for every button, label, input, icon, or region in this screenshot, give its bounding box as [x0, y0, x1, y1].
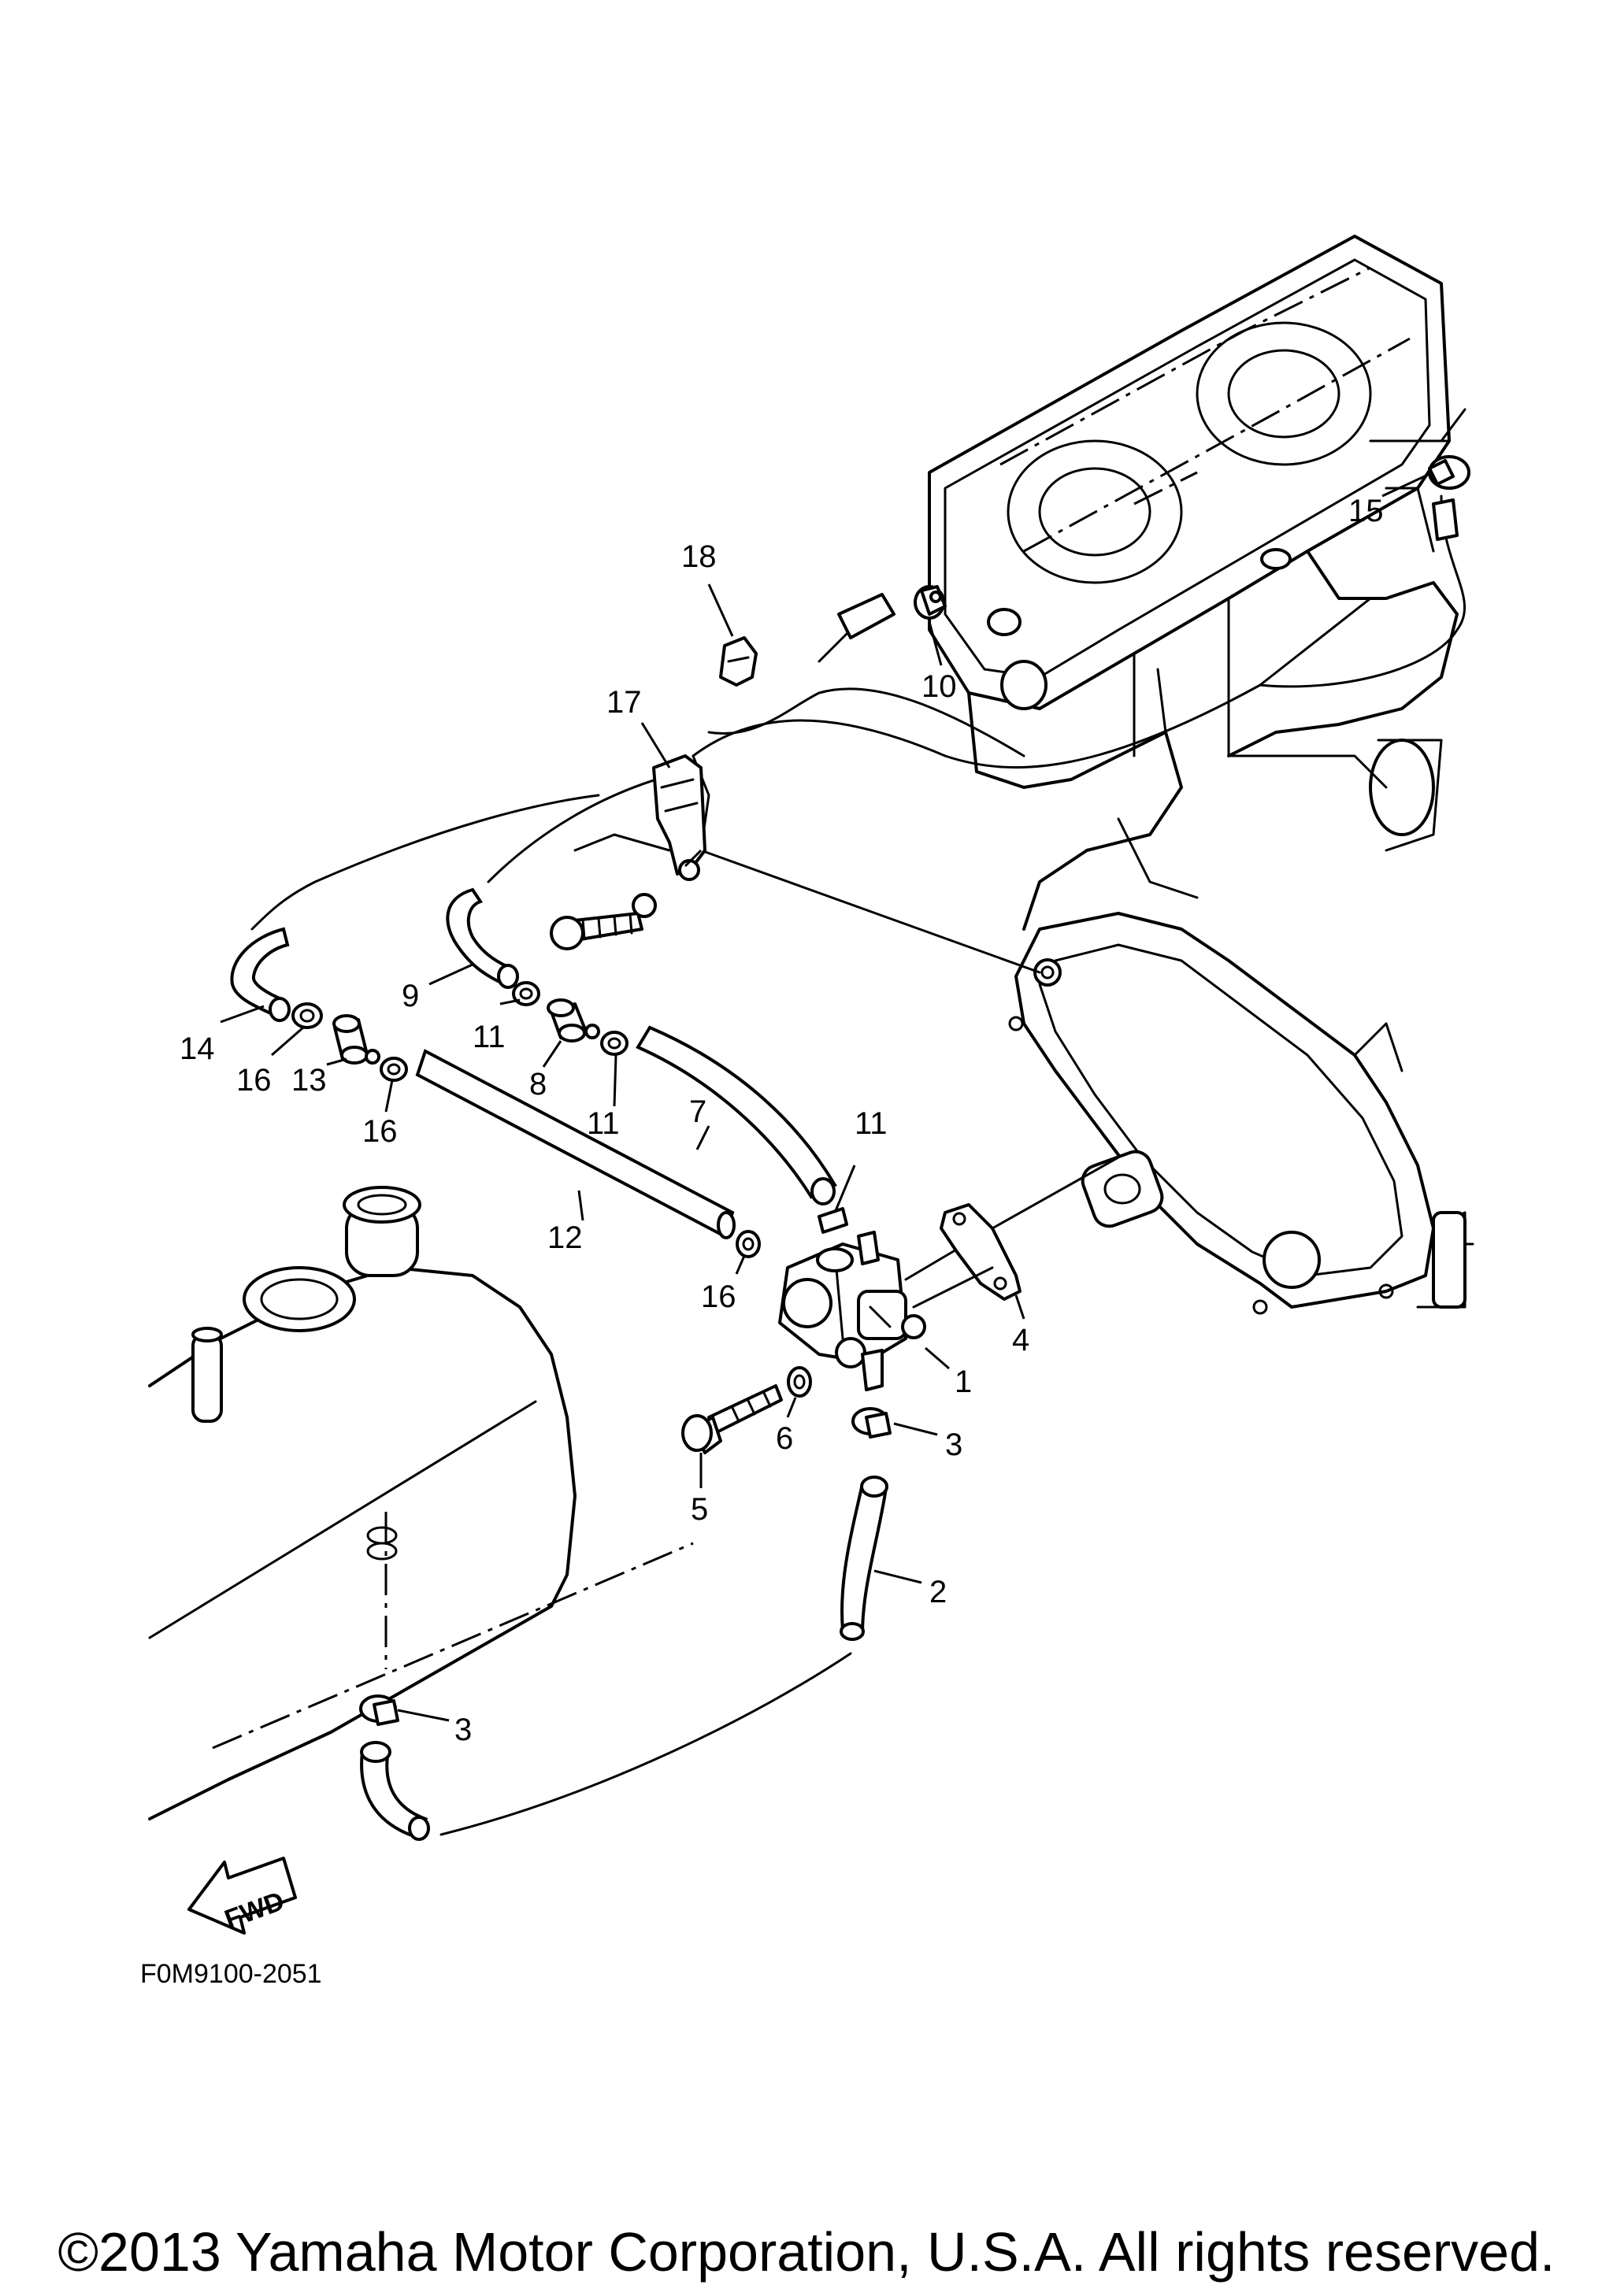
- callout-16b: 16: [362, 1114, 398, 1149]
- callout-6: 6: [776, 1421, 793, 1456]
- diagram-code: F0M9100-2051: [140, 1959, 322, 1989]
- callout-8: 8: [529, 1067, 547, 1102]
- part-9-hose: [446, 887, 519, 989]
- callout-14: 14: [180, 1031, 215, 1066]
- fuel-tank: [148, 1186, 694, 1820]
- callout-11d: 11: [855, 1106, 888, 1141]
- callout-leaders: [220, 472, 1430, 1722]
- callout-15: 15: [1348, 494, 1384, 528]
- callout-7: 7: [689, 1094, 706, 1129]
- callout-4: 4: [1012, 1323, 1029, 1357]
- callout-5: 5: [691, 1492, 708, 1527]
- callout-13: 13: [291, 1063, 327, 1098]
- part-15-clamp: [1428, 455, 1470, 541]
- part-6-washer: [787, 1366, 812, 1398]
- callout-11b: 11: [587, 1106, 620, 1141]
- tank-hose: [360, 1741, 430, 1841]
- part-16-fitting-c: [736, 1230, 761, 1258]
- part-11-fitting-a: [512, 981, 540, 1006]
- part-10-clamp: [837, 585, 947, 639]
- callout-3b: 3: [454, 1713, 472, 1747]
- engine-block: [928, 235, 1459, 931]
- part-1-fuel-cock: [778, 1231, 926, 1391]
- callout-18: 18: [681, 539, 717, 574]
- routing-lines: [250, 408, 1467, 1836]
- part-18-clip: [719, 636, 758, 687]
- part-16-fitting-b: [380, 1057, 408, 1082]
- copyright-text: ©2013 Yamaha Motor Corporation, U.S.A. A…: [57, 2221, 1556, 2283]
- part-12-hose: [415, 1049, 736, 1239]
- part-2-hose: [840, 1476, 888, 1641]
- drive-cover: [1008, 912, 1474, 1315]
- part-3-clamp-upper: [851, 1407, 892, 1439]
- callout-3a: 3: [945, 1428, 962, 1462]
- part-11-fitting-b: [600, 1031, 629, 1056]
- callout-labels: 1 2 3 3 4 5 6 7 8 9 10 11 11 11 11 12 13…: [180, 494, 1384, 1747]
- callout-12: 12: [547, 1220, 583, 1255]
- part-11-fitting-c: [818, 1207, 848, 1234]
- part-5-bolt: [681, 1384, 783, 1454]
- part-16-fitting-a: [291, 1002, 323, 1029]
- callout-16c: 16: [701, 1279, 736, 1314]
- callout-17: 17: [606, 685, 642, 720]
- bracket-bolt: [550, 893, 657, 950]
- fwd-arrow-icon: FWD: [187, 1857, 297, 1935]
- part-8-filter: [547, 998, 600, 1042]
- callout-9: 9: [402, 979, 419, 1013]
- callout-11a: 11: [473, 1020, 506, 1054]
- callout-10: 10: [921, 669, 957, 704]
- part-4-gasket: [912, 1203, 1022, 1309]
- callout-2: 2: [929, 1575, 947, 1609]
- part-17-bracket: [652, 754, 706, 881]
- part-14-hose: [230, 927, 291, 1022]
- part-3-clamp-lower: [359, 1694, 399, 1726]
- part-7-hose: [636, 1025, 837, 1205]
- part-13-filter: [332, 1014, 380, 1065]
- callout-1: 1: [955, 1365, 972, 1399]
- callout-16a: 16: [236, 1063, 272, 1098]
